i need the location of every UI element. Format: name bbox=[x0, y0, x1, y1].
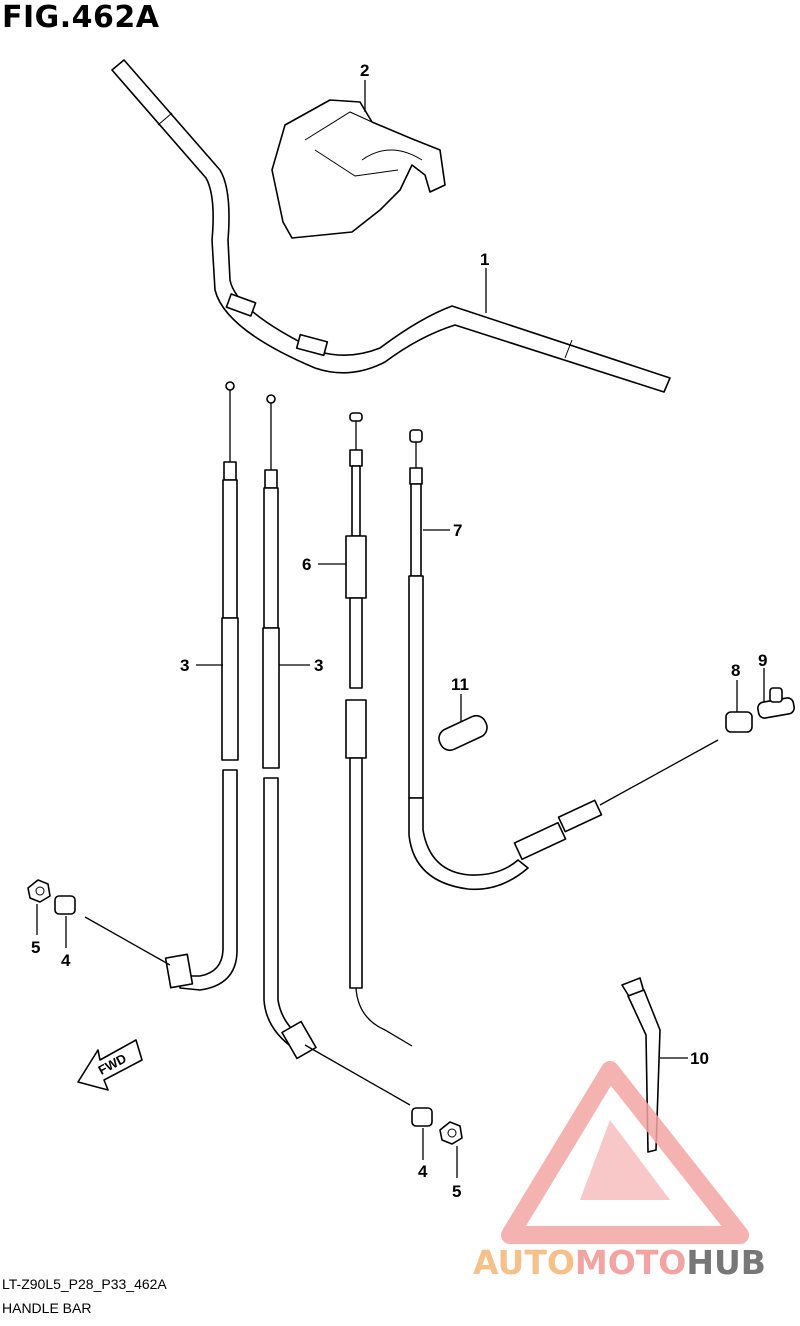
adjuster-8-part bbox=[725, 711, 753, 733]
cable-6-part bbox=[345, 412, 413, 1047]
callout-10: 10 bbox=[690, 1049, 709, 1068]
callout-11: 11 bbox=[451, 675, 469, 694]
adjuster-4-left-part bbox=[54, 895, 76, 915]
clamp-11-part bbox=[438, 714, 488, 752]
handle-bar-part bbox=[111, 59, 671, 393]
watermark-hub: HUB bbox=[686, 1243, 766, 1282]
cable-3-right-part bbox=[262, 394, 411, 1106]
callout-5-right: 5 bbox=[452, 1182, 461, 1201]
callout-4-right: 4 bbox=[418, 1162, 428, 1181]
leader-lines bbox=[36, 80, 765, 1178]
nut-5-left-part bbox=[27, 879, 51, 903]
callout-5-left: 5 bbox=[31, 938, 40, 957]
cable-7-part bbox=[408, 429, 719, 891]
holder-9-part bbox=[757, 687, 795, 719]
figure-title: FIG.462A bbox=[2, 0, 160, 35]
callout-4-left: 4 bbox=[61, 951, 71, 970]
nut-5-right-part bbox=[439, 1121, 463, 1145]
diagram-name: HANDLE BAR bbox=[2, 1300, 92, 1316]
watermark-auto: AUTO bbox=[473, 1243, 575, 1282]
callout-3-left: 3 bbox=[180, 656, 189, 675]
callout-1: 1 bbox=[480, 250, 489, 269]
diagram-code: LT-Z90L5_P28_P33_462A bbox=[2, 1276, 167, 1292]
adjuster-4-right-part bbox=[411, 1107, 433, 1127]
watermark-moto: MOTO bbox=[574, 1243, 687, 1282]
callout-6: 6 bbox=[302, 555, 311, 574]
forward-arrow: FWD bbox=[77, 1039, 143, 1091]
watermark-logo bbox=[501, 1061, 749, 1244]
callout-2: 2 bbox=[360, 61, 369, 80]
handle-bar-cover-part bbox=[271, 99, 446, 239]
watermark-text: AUTOMOTOHUB bbox=[473, 1243, 766, 1282]
callout-3-right: 3 bbox=[314, 656, 323, 675]
cable-3-left-part bbox=[84, 381, 239, 991]
callout-7: 7 bbox=[453, 521, 462, 540]
callout-8: 8 bbox=[731, 661, 740, 680]
callout-9: 9 bbox=[758, 651, 767, 670]
